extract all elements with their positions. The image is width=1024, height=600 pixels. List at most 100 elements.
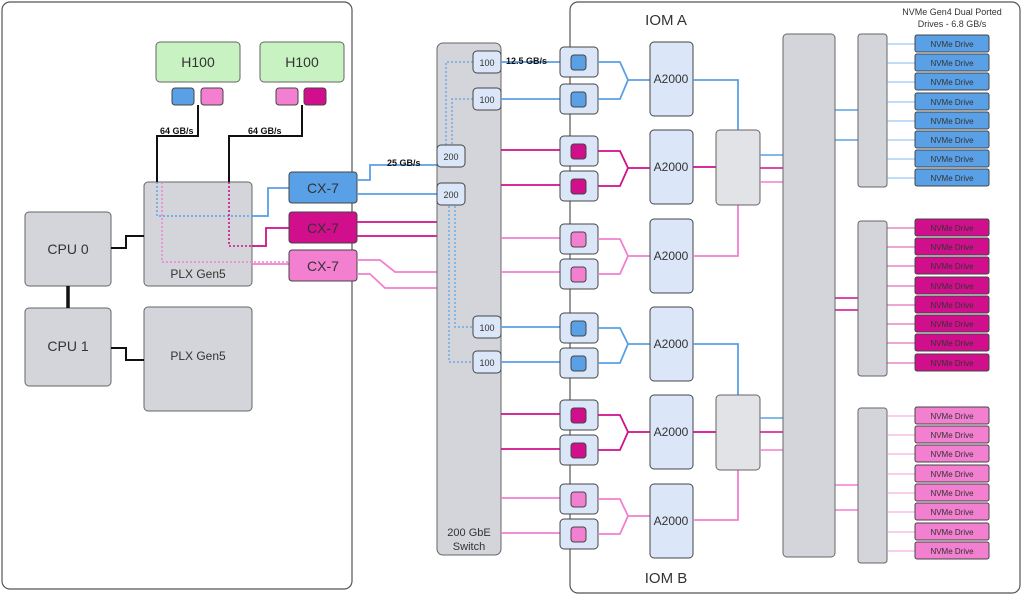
a2000-2-label: A2000	[654, 160, 689, 174]
switch-label-line1: 200 GbE	[447, 527, 490, 539]
port-a2000-link-4	[598, 327, 650, 364]
cpu0-plx-link	[111, 235, 144, 249]
nic-mid-box	[288, 211, 358, 244]
nvme-drive	[914, 218, 990, 237]
nvme-drive-label: NVMe Drive	[930, 224, 974, 233]
nvme-drive-label: NVMe Drive	[930, 470, 974, 479]
nvme-drive	[914, 483, 990, 502]
nvme-drive-label: NVMe Drive	[930, 359, 974, 368]
nvme-drive	[914, 406, 990, 425]
iom-port-5-chip	[570, 231, 587, 248]
a2000-1	[649, 41, 694, 117]
gpu-right-link-label: 64 GB/s	[248, 126, 282, 136]
drive-shelf-1	[857, 33, 888, 188]
nvme-drive-label: NVMe Drive	[930, 59, 974, 68]
port-a2000-link-5	[598, 414, 650, 451]
gpu-right-plx-link	[228, 105, 303, 182]
nvme-drive-label: NVMe Drive	[930, 78, 974, 87]
plx-pink-route	[161, 182, 290, 263]
drives-title-line2: Drives - 6.8 GB/s	[918, 19, 987, 29]
nvme-drive-label: NVMe Drive	[930, 508, 974, 517]
iom-port-7-chip	[570, 320, 587, 337]
nvme-drive	[914, 541, 990, 560]
iom-a-label: IOM A	[645, 12, 687, 29]
drive-group-blue: NVMe Drive NVMe Drive NVMe Drive NVMe Dr…	[914, 34, 990, 187]
nvme-drive-label: NVMe Drive	[930, 528, 974, 537]
nvme-drive	[914, 92, 990, 111]
nic-switch-link-label: 25 GB/s	[387, 158, 421, 168]
nvme-drive	[914, 72, 990, 91]
gpu-left-label: H100	[181, 54, 215, 70]
nvme-drive-label: NVMe Drive	[930, 136, 974, 145]
nvme-drive-label: NVMe Drive	[930, 547, 974, 556]
nvme-drive-label: NVMe Drive	[930, 174, 974, 183]
switch-port-200-2-label: 200	[443, 190, 458, 200]
switch-label-line2: Switch	[453, 541, 485, 553]
drive-fan-lines-3	[887, 415, 915, 552]
a2000-1-label: A2000	[654, 72, 689, 86]
nvme-drive	[914, 333, 990, 352]
nvme-drive	[914, 256, 990, 275]
nvme-drive	[914, 34, 990, 53]
nvme-drive	[914, 353, 990, 372]
iom-port-3-chip	[570, 143, 587, 160]
nvme-drive	[914, 149, 990, 168]
iom-port-6-chip	[570, 266, 587, 283]
switch-port-200-2	[436, 182, 466, 206]
gpu-right-port-magenta	[303, 87, 327, 106]
iom-port-8-chip	[570, 355, 587, 372]
nvme-drive-label: NVMe Drive	[930, 262, 974, 271]
nic-top-box	[288, 171, 358, 204]
nvme-drive-label: NVMe Drive	[930, 301, 974, 310]
switch-iom-link-label: 12.5 GB/s	[506, 56, 547, 66]
drives-title-line1: NVMe Gen4 Dual Ported	[902, 7, 1002, 17]
nvme-drive	[914, 295, 990, 314]
a2000-6	[649, 483, 694, 559]
a2000-3-label: A2000	[654, 249, 689, 263]
plx-top-box	[143, 181, 253, 287]
iom-port-4-chip	[570, 178, 587, 195]
nvme-drive	[914, 502, 990, 521]
nvme-drive	[914, 276, 990, 295]
iom-port-12-chip	[570, 526, 587, 543]
nvme-drive	[914, 444, 990, 463]
port-a2000-link-3	[598, 238, 650, 275]
nvme-drive-label: NVMe Drive	[930, 489, 974, 498]
gpu-left-plx-link	[156, 105, 199, 182]
nvme-drive-label: NVMe Drive	[930, 155, 974, 164]
expander-iom-a	[715, 129, 761, 206]
switch-port-200-1-label: 200	[443, 152, 458, 162]
iom-port-2-chip	[570, 91, 587, 108]
gpu-right-box	[259, 41, 345, 83]
nvme-drive	[914, 425, 990, 444]
switch-route-1	[437, 98, 473, 158]
nic-switch-pink-link-2	[357, 273, 437, 289]
iom-port-9-chip	[570, 407, 587, 424]
midplane	[782, 33, 836, 558]
nvme-drive	[914, 522, 990, 541]
cpu1-plx-link	[111, 347, 144, 361]
switch-port-100-3-label: 100	[479, 323, 494, 333]
nic-switch-pink-link-1	[357, 259, 437, 273]
gpu-right-port-pink	[275, 87, 299, 106]
nvme-drive	[914, 111, 990, 130]
nic-bottom-label: CX-7	[307, 258, 339, 274]
nvme-drive-label: NVMe Drive	[930, 412, 974, 421]
a2000-expander-link-6	[693, 470, 739, 521]
nvme-drive-label: NVMe Drive	[930, 320, 974, 329]
switch-port-100-4-label: 100	[479, 358, 494, 368]
nic-mid-label: CX-7	[307, 220, 339, 236]
nvme-drive	[914, 168, 990, 187]
nvme-drive-label: NVMe Drive	[930, 40, 974, 49]
plx-top-label: PLX Gen5	[170, 267, 226, 281]
nvme-drive-label: NVMe Drive	[930, 98, 974, 107]
nvme-drive	[914, 237, 990, 256]
plx-bottom-label: PLX Gen5	[170, 349, 226, 363]
port-a2000-link-2	[598, 150, 650, 187]
nic-switch-blue-link-1	[357, 164, 437, 181]
switch-route-3	[454, 194, 473, 328]
plx-nic-blue-link	[252, 187, 289, 217]
nvme-drive-label: NVMe Drive	[930, 282, 974, 291]
port-a2000-link-6	[598, 498, 650, 535]
